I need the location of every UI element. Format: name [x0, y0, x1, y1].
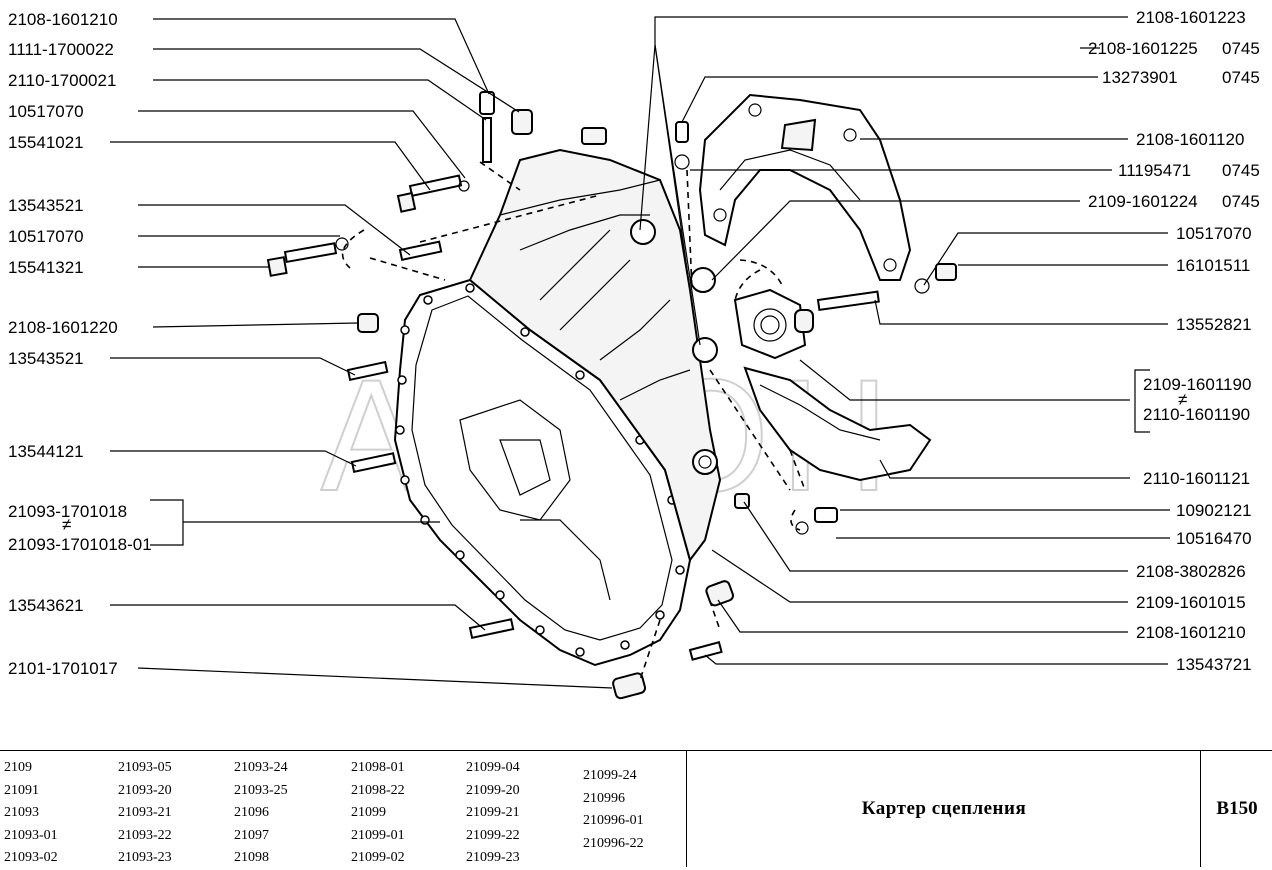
callout-right-7: 10517070 [1176, 224, 1252, 243]
model-item: 210996 [583, 790, 625, 806]
callout-right-9: 13552821 [1176, 315, 1252, 334]
callout-right-6-suffix: 0745 [1222, 192, 1260, 211]
callout-right-14: 10516470 [1176, 529, 1252, 548]
exploded-parts-diagram: АВАОН [8, 8, 1260, 700]
applicable-models: 2109 21091 21093 21093-01 21093-02 21093… [0, 751, 686, 867]
model-item: 21099-20 [466, 782, 520, 798]
model-item: 21099-24 [583, 768, 637, 783]
models-column-5: 21099-04 21099-20 21099-21 21099-22 2109… [466, 757, 520, 870]
callout-left-7: 10517070 [8, 227, 84, 246]
clutch-housing-drawing [393, 148, 722, 667]
model-item: 21096 [234, 805, 269, 821]
model-item: 21093-22 [118, 827, 172, 843]
model-item: 210996-01 [583, 813, 644, 829]
page-title: Картер сцепления [861, 798, 1027, 819]
callout-right-2: 2108-1601225 [1088, 39, 1198, 58]
alt-symbol-right: ≠ [1178, 390, 1187, 409]
model-item: 21099 [351, 805, 386, 821]
callouts-right: 2108-1601223 2108-1601225 0745 13273901 … [1088, 8, 1260, 674]
callout-right-5-suffix: 0745 [1222, 161, 1260, 180]
callout-left-4: 10517070 [8, 102, 84, 121]
model-item: 21093-23 [118, 850, 172, 866]
models-column-2: 21093-05 21093-20 21093-21 21093-22 2109… [118, 757, 172, 870]
callout-right-2-suffix: 0745 [1222, 39, 1260, 58]
model-item: 21093-21 [118, 805, 172, 821]
models-column-3: 21093-24 21093-25 21096 21097 21098 [234, 757, 288, 870]
model-item: 21093-20 [118, 782, 172, 798]
callout-left-2: 1111-1700022 [8, 40, 114, 59]
callout-left-1: 2108-1601210 [8, 10, 118, 29]
callout-right-12: 2110-1601121 [1143, 469, 1250, 488]
callout-left-9: 2108-1601220 [8, 318, 118, 337]
model-item: 21093-01 [4, 827, 58, 843]
callout-left-10: 13543521 [8, 349, 84, 368]
assembly-paths [341, 44, 806, 681]
model-item: 21093-05 [118, 760, 172, 775]
title-block: 2109 21091 21093 21093-01 21093-02 21093… [0, 750, 1272, 867]
callout-left-3: 2110-1700021 [8, 71, 116, 90]
divider [1200, 751, 1201, 867]
callout-left-6: 13543521 [8, 196, 84, 215]
callout-right-18: 13543721 [1176, 655, 1252, 674]
model-item: 21097 [234, 827, 269, 843]
callout-left-14: 13543621 [8, 596, 84, 615]
callout-left-13: 21093-1701018-01 [8, 535, 152, 554]
models-column-1: 2109 21091 21093 21093-01 21093-02 [4, 757, 58, 870]
model-item: 21098-22 [351, 782, 405, 798]
model-item: 21093-24 [234, 760, 288, 775]
model-item: 21099-02 [351, 850, 405, 866]
callout-right-8: 16101511 [1176, 256, 1250, 275]
callout-right-1: 2108-1601223 [1136, 8, 1246, 27]
model-item: 21098-01 [351, 760, 405, 775]
model-item: 21093 [4, 805, 39, 821]
leader-lines-left [110, 18, 613, 689]
model-item: 21099-21 [466, 805, 520, 821]
callout-right-15: 2108-3802826 [1136, 562, 1246, 581]
cover-plate-drawing [698, 93, 932, 482]
callout-right-17: 2108-1601210 [1136, 623, 1246, 642]
model-item: 21099-22 [466, 827, 520, 843]
callout-right-3-suffix: 0745 [1222, 68, 1260, 87]
model-item: 21099-04 [466, 760, 520, 775]
callout-right-16: 2109-1601015 [1136, 593, 1246, 612]
page-code: B150 [1216, 798, 1258, 819]
model-item: 2109 [4, 760, 32, 775]
callout-right-3: 13273901 [1102, 68, 1178, 87]
callout-left-15: 2101-1701017 [8, 659, 118, 678]
model-item: 210996-22 [583, 835, 644, 851]
callout-left-11: 13544121 [8, 442, 84, 461]
callout-right-11: 2110-1601190 [1143, 405, 1250, 424]
model-item: 21099-01 [351, 827, 405, 843]
model-item: 21098 [234, 850, 269, 866]
callouts-left: 2108-1601210 1111-1700022 2110-1700021 1… [8, 10, 152, 678]
callout-right-10: 2109-1601190 [1143, 375, 1251, 394]
leader-lines-right [654, 16, 1170, 665]
model-item: 21093-02 [4, 850, 58, 866]
callout-right-6: 2109-1601224 [1088, 192, 1198, 211]
alt-symbol-left: ≠ [62, 515, 71, 534]
callout-right-13: 10902121 [1176, 501, 1252, 520]
callout-right-4: 2108-1601120 [1136, 130, 1244, 149]
callout-right-5: 11195471 [1118, 161, 1191, 180]
model-item: 21099-23 [466, 850, 520, 866]
divider [686, 751, 687, 867]
models-column-6: 21099-24 210996 210996-01 210996-22 [583, 765, 644, 855]
callout-left-5: 15541021 [8, 133, 84, 152]
callout-left-8: 15541321 [8, 258, 84, 277]
models-column-4: 21098-01 21098-22 21099 21099-01 21099-0… [351, 757, 405, 870]
callout-left-12: 21093-1701018 [8, 502, 127, 521]
model-item: 21091 [4, 782, 39, 798]
model-item: 21093-25 [234, 782, 288, 798]
